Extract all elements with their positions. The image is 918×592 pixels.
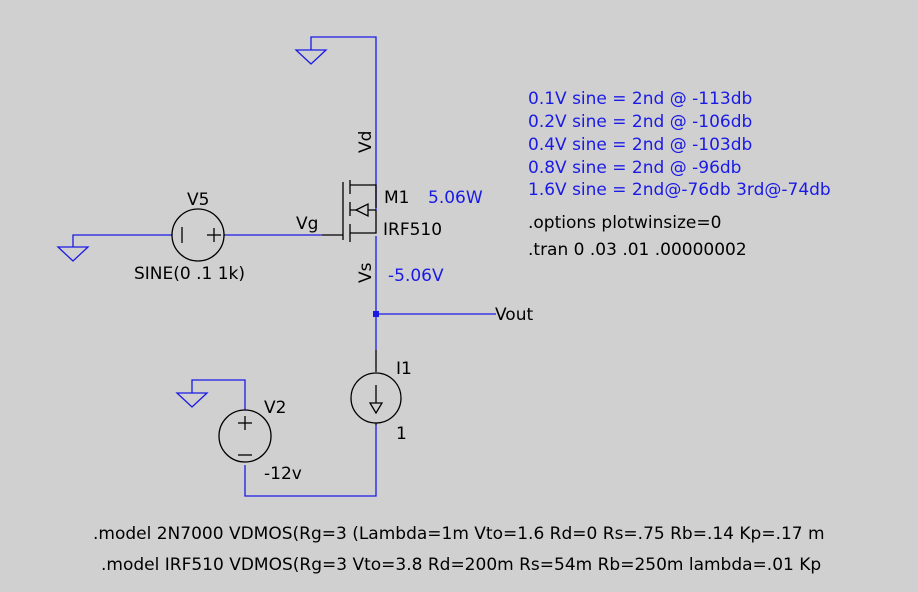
v5-name-label: V5 — [187, 190, 209, 210]
wires — [72, 36, 496, 497]
v2-source-symbol[interactable] — [218, 409, 272, 463]
wire-v5-ground — [72, 234, 171, 247]
junction-dot — [373, 311, 379, 317]
options-directive[interactable]: .options plotwinsize=0 — [528, 213, 721, 233]
net-label-vout: Vout — [495, 305, 533, 325]
i1-value-label: 1 — [396, 424, 407, 444]
ground-icon — [175, 392, 209, 408]
result-line: 0.2V sine = 2nd @ -106db — [528, 112, 752, 132]
wire-drain — [310, 36, 377, 185]
v2-value-label: -12v — [264, 464, 302, 484]
vs-voltage-label: -5.06V — [388, 266, 444, 286]
m1-name-label: M1 — [384, 188, 409, 208]
net-label-vg: Vg — [296, 214, 318, 234]
result-line: 0.8V sine = 2nd @ -96db — [528, 158, 741, 178]
ground-icon — [56, 246, 90, 262]
net-label-vs: Vs — [356, 262, 376, 283]
result-line: 0.4V sine = 2nd @ -103db — [528, 135, 752, 155]
tran-directive[interactable]: .tran 0 .03 .01 .00000002 — [528, 240, 747, 260]
i1-name-label: I1 — [396, 359, 412, 379]
wire-bottom — [244, 425, 377, 497]
model-irf510-directive[interactable]: .model IRF510 VDMOS(Rg=3 Vto=3.8 Rd=200m… — [101, 555, 821, 575]
current-source-i1-symbol[interactable] — [350, 350, 402, 425]
results-comment-block: 0.1V sine = 2nd @ -113db 0.2V sine = 2nd… — [528, 89, 831, 200]
m1-power-label: 5.06W — [428, 188, 483, 208]
v2-name-label: V2 — [264, 398, 286, 418]
wire-v2-ground — [191, 379, 246, 410]
model-2n7000-directive[interactable]: .model 2N7000 VDMOS(Rg=3 (Lambda=1m Vto=… — [93, 524, 825, 544]
v5-value-label: SINE(0 .1 1k) — [134, 264, 245, 284]
result-line: 1.6V sine = 2nd@-76db 3rd@-74db — [528, 180, 831, 200]
ground-icon — [294, 49, 328, 65]
mosfet-m1-symbol[interactable] — [322, 180, 377, 242]
net-label-vd: Vd — [356, 131, 376, 153]
v5-source-symbol[interactable] — [171, 208, 225, 262]
result-line: 0.1V sine = 2nd @ -113db — [528, 89, 752, 109]
m1-model-label: IRF510 — [383, 220, 442, 240]
